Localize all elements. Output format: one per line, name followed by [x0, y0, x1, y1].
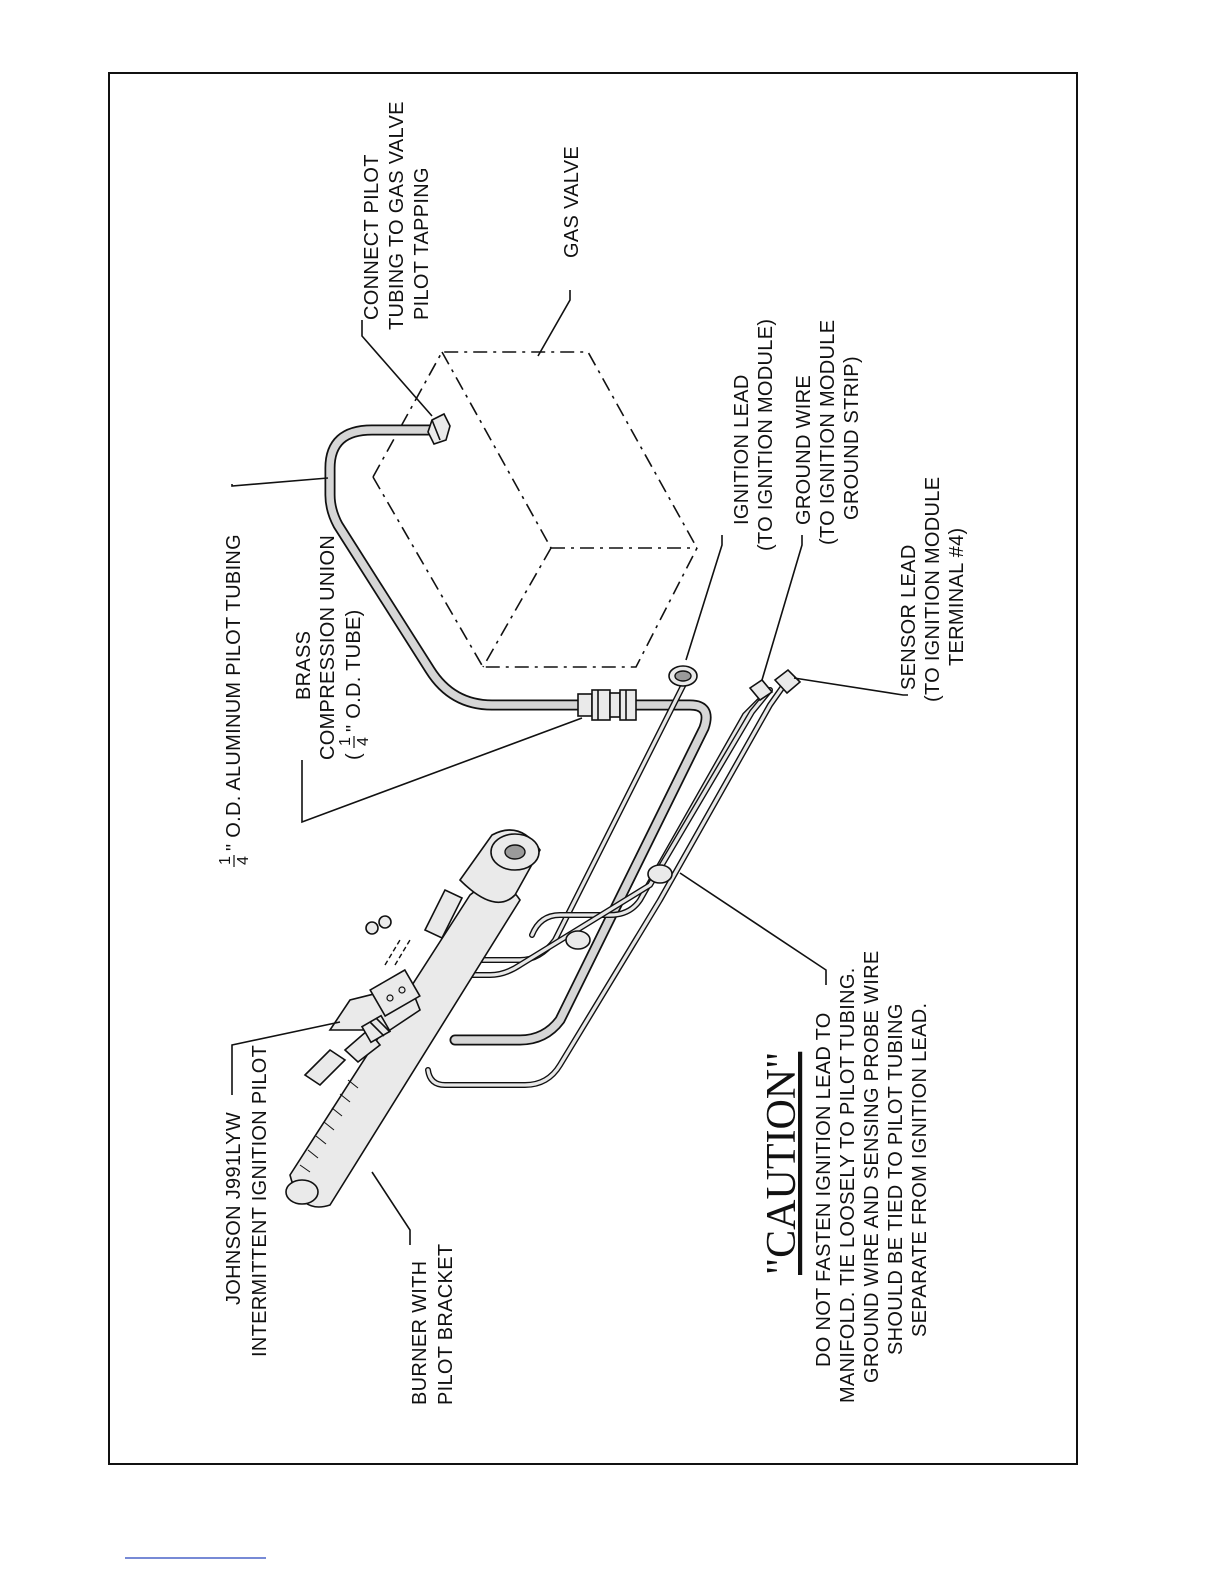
brass-compression-union: [577, 689, 637, 721]
caution-text: DO NOT FASTEN IGNITION LEAD TO MANIFOLD.…: [813, 951, 931, 1403]
johnson-pilot-label: JOHNSON J991LYW INTERMITTENT IGNITION PI…: [223, 1045, 271, 1357]
svg-text:COMPRESSION UNION: COMPRESSION UNION: [317, 535, 339, 760]
sensor-lead-label: SENSOR LEAD (TO IGNITION MODULE TERMINAL…: [898, 477, 968, 702]
svg-text:GROUND STRIP): GROUND STRIP): [841, 356, 863, 520]
svg-text:1: 1: [337, 737, 354, 746]
svg-text:4: 4: [355, 737, 372, 746]
gas-valve-box: [372, 351, 698, 668]
burner-label: BURNER WITH PILOT BRACKET: [409, 1244, 457, 1405]
svg-text:MANIFOLD. TIE LOOSELY TO PILOT: MANIFOLD. TIE LOOSELY TO PILOT TUBING.: [837, 967, 859, 1403]
svg-text:SHOULD BE TIED TO PILOT TUBING: SHOULD BE TIED TO PILOT TUBING: [885, 1003, 907, 1355]
caution-title: "CAUTION": [759, 1052, 805, 1275]
ground-wire-terminal: [748, 678, 774, 702]
svg-text:1: 1: [217, 856, 234, 865]
svg-text:PILOT BRACKET: PILOT BRACKET: [435, 1244, 457, 1405]
wire-tie-upper: [647, 864, 673, 884]
svg-text:(TO IGNITION MODULE: (TO IGNITION MODULE: [922, 477, 944, 702]
svg-text:BRASS: BRASS: [293, 631, 315, 700]
brass-union-label: BRASS COMPRESSION UNION ( 1 4 " O.D. TUB…: [293, 535, 372, 760]
svg-text:TUBING TO GAS VALVE: TUBING TO GAS VALVE: [386, 101, 408, 330]
svg-text:4: 4: [235, 856, 252, 865]
svg-text:PILOT TAPPING: PILOT TAPPING: [411, 167, 433, 320]
figure-frame: [108, 72, 1078, 1465]
svg-text:(TO IGNITION MODULE): (TO IGNITION MODULE): [755, 319, 777, 551]
svg-text:" O.D. ALUMINUM PILOT TUBING: " O.D. ALUMINUM PILOT TUBING: [223, 534, 245, 851]
svg-text:(TO IGNITION MODULE: (TO IGNITION MODULE: [817, 320, 839, 545]
svg-text:GAS VALVE: GAS VALVE: [561, 146, 583, 258]
svg-text:SEPARATE FROM IGNITION LEAD.: SEPARATE FROM IGNITION LEAD.: [909, 1003, 931, 1337]
svg-text:"CAUTION": "CAUTION": [759, 1052, 805, 1275]
sensor-lead-terminal: [773, 668, 802, 695]
svg-text:CONNECT PILOT: CONNECT PILOT: [361, 154, 383, 320]
ground-wire-label: GROUND WIRE (TO IGNITION MODULE GROUND S…: [793, 320, 863, 545]
ignition-pilot-assembly: [303, 915, 421, 1087]
svg-text:TERMINAL #4): TERMINAL #4): [946, 528, 968, 666]
svg-text:GROUND WIRE AND SENSING PROBE: GROUND WIRE AND SENSING PROBE WIRE: [861, 951, 883, 1383]
svg-text:SENSOR LEAD: SENSOR LEAD: [898, 544, 920, 690]
leader-lines: [231, 290, 908, 1245]
svg-text:(: (: [343, 753, 365, 760]
svg-text:INTERMITTENT IGNITION PILOT: INTERMITTENT IGNITION PILOT: [249, 1045, 271, 1357]
pilot-tapping-fitting: [427, 412, 451, 445]
burner: [285, 829, 541, 1208]
pilot-tubing-label: 1 4 " O.D. ALUMINUM PILOT TUBING: [217, 534, 252, 867]
svg-text:BURNER WITH: BURNER WITH: [409, 1261, 431, 1405]
wire-tie-lower: [565, 930, 591, 950]
connect-pilot-label: CONNECT PILOT TUBING TO GAS VALVE PILOT …: [361, 101, 433, 330]
ignition-lead-label: IGNITION LEAD (TO IGNITION MODULE): [731, 319, 777, 551]
svg-text:JOHNSON J991LYW: JOHNSON J991LYW: [223, 1112, 245, 1305]
gas-valve-label: GAS VALVE: [561, 146, 583, 258]
svg-text:DO NOT FASTEN IGNITION LEAD TO: DO NOT FASTEN IGNITION LEAD TO: [813, 1012, 835, 1367]
svg-text:" O.D. TUBE): " O.D. TUBE): [343, 609, 365, 732]
svg-text:GROUND WIRE: GROUND WIRE: [793, 375, 815, 525]
pilot-tubing: [324, 424, 712, 1046]
svg-text:IGNITION LEAD: IGNITION LEAD: [731, 374, 753, 525]
ignition-lead-boot: [668, 665, 698, 687]
